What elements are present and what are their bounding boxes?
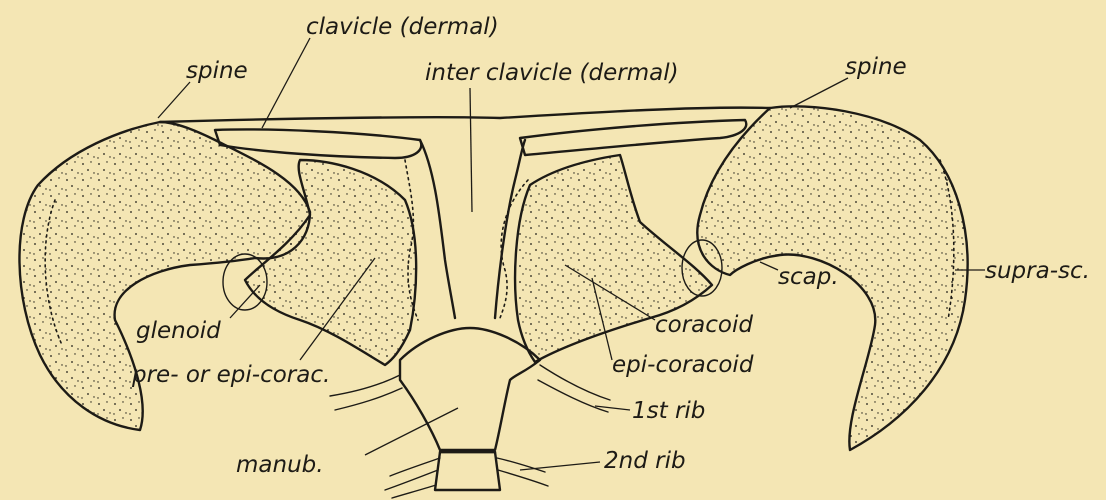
rib-2-right-b xyxy=(498,470,548,486)
rib-1-left-b xyxy=(335,388,402,410)
label-manub: manub. xyxy=(236,452,324,478)
label-spine-right: spine xyxy=(845,54,907,80)
rib-1-right-a xyxy=(540,365,610,400)
leader-manub xyxy=(365,408,458,455)
lower-rib-left xyxy=(392,485,436,498)
interclavicle-top xyxy=(160,108,770,122)
rib-2-left-a xyxy=(390,458,440,476)
label-pre-epi-corac: pre- or epi-corac. xyxy=(131,362,330,388)
leader-spine-left xyxy=(158,82,190,118)
left-clavicle xyxy=(215,129,421,158)
label-1st-rib: 1st rib xyxy=(632,398,705,424)
label-glenoid: glenoid xyxy=(136,318,221,344)
leader-spine-right xyxy=(790,78,848,108)
label-2nd-rib: 2nd rib xyxy=(604,448,686,474)
manubrium xyxy=(400,328,540,450)
leader-interclavicle xyxy=(470,88,472,212)
label-clavicle: clavicle (dermal) xyxy=(306,14,499,40)
sternum-segment-2 xyxy=(435,452,500,490)
label-interclavicle: inter clavicle (dermal) xyxy=(425,60,679,86)
leader-2nd-rib xyxy=(520,462,600,470)
right-clavicle xyxy=(520,120,746,155)
label-supra-sc: supra-sc. xyxy=(985,258,1090,284)
label-scap: scap. xyxy=(778,264,839,290)
leader-glenoid xyxy=(230,285,260,318)
interclavicle xyxy=(420,140,525,318)
leader-clavicle xyxy=(262,38,310,128)
label-spine-left: spine xyxy=(186,58,248,84)
label-epi-coracoid: epi-coracoid xyxy=(612,352,754,378)
leader-scap xyxy=(760,262,778,270)
label-coracoid: coracoid xyxy=(655,312,753,338)
